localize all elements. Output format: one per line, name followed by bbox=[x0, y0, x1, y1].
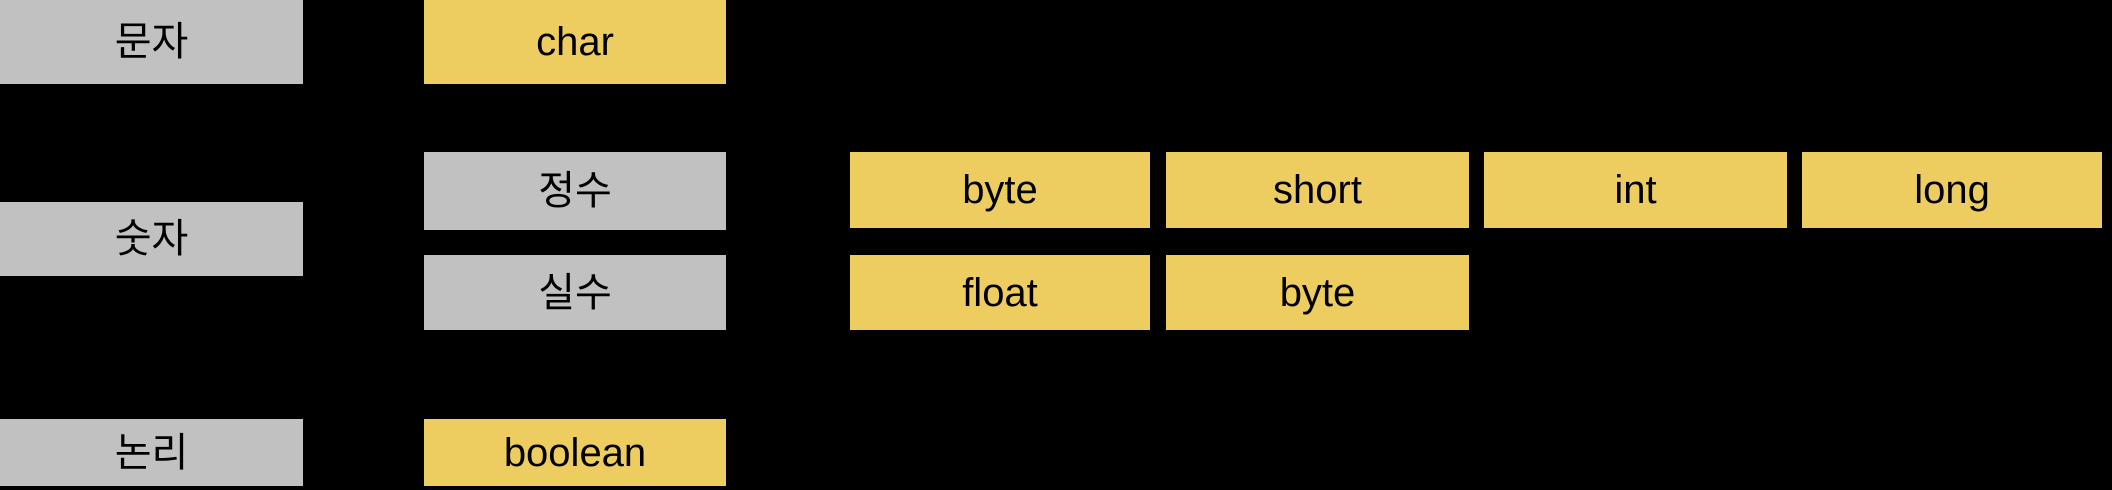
category-box-logic: 논리 bbox=[0, 419, 303, 486]
type-box-boolean: boolean bbox=[424, 419, 726, 486]
subcategory-box-integer: 정수 bbox=[424, 152, 726, 230]
type-box-short: short bbox=[1166, 152, 1469, 228]
subcategory-box-real: 실수 bbox=[424, 255, 726, 330]
type-box-float: float bbox=[850, 255, 1150, 330]
type-box-byte: byte bbox=[850, 152, 1150, 228]
type-box-long: long bbox=[1802, 152, 2102, 228]
category-box-number: 숫자 bbox=[0, 202, 303, 276]
category-box-character: 문자 bbox=[0, 0, 303, 84]
type-box-byte-second: byte bbox=[1166, 255, 1469, 330]
type-box-char: char bbox=[424, 0, 726, 84]
type-box-int: int bbox=[1484, 152, 1787, 228]
